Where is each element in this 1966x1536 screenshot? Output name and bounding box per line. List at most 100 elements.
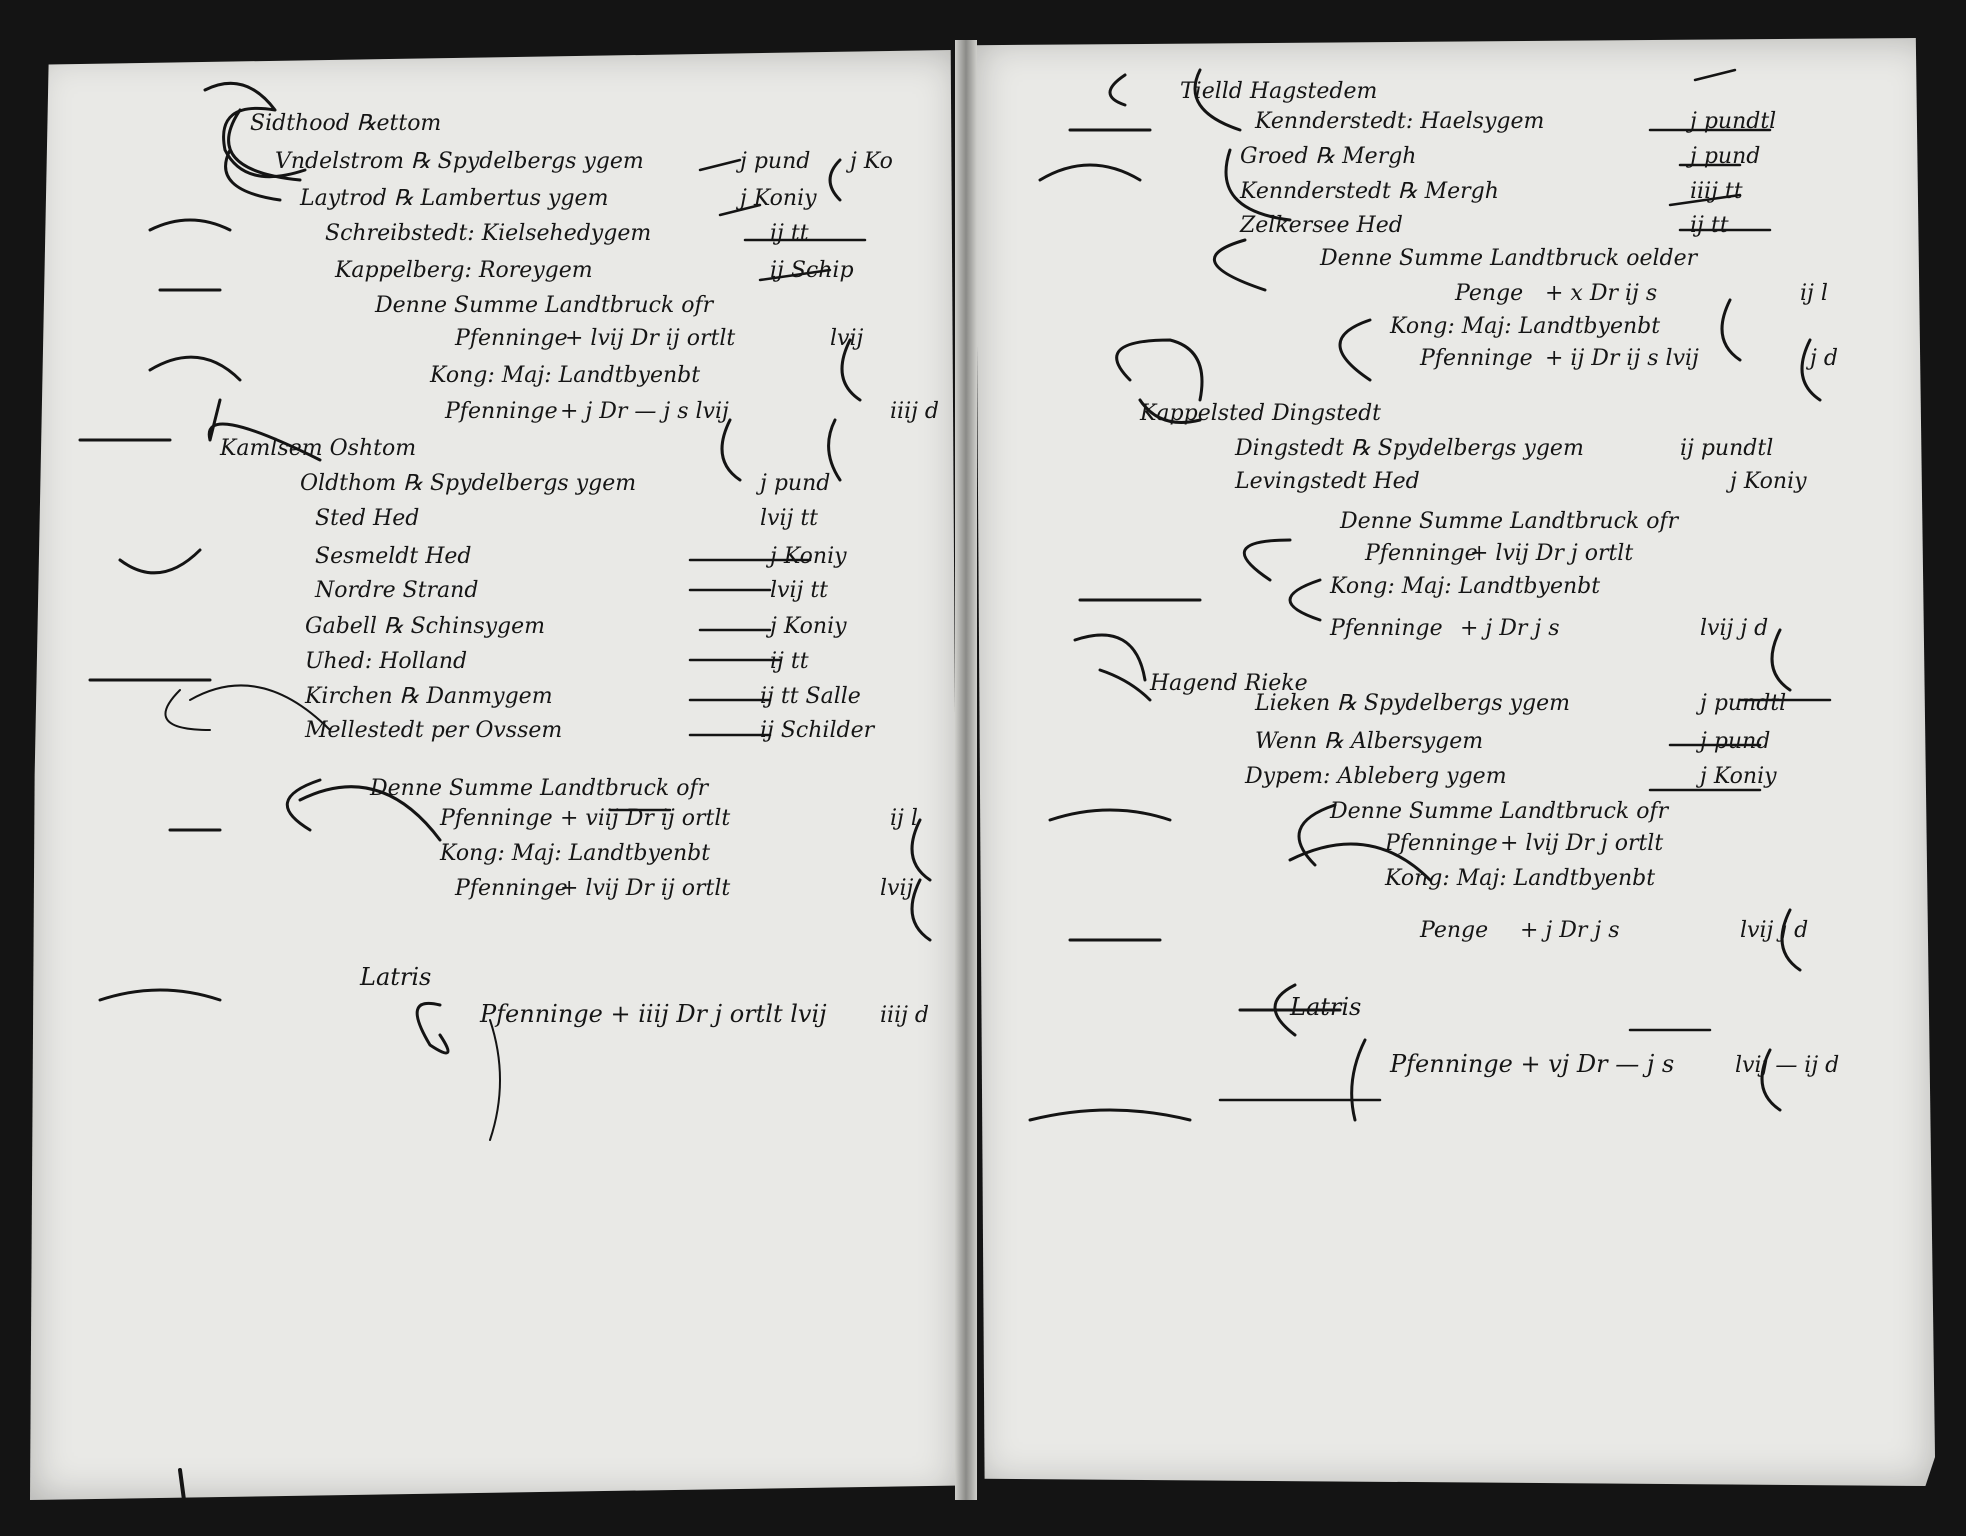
right-entry-label: Pfenninge — [1329, 616, 1443, 641]
right-entry-label: Denne Summe Landtbruck ofr — [1329, 799, 1670, 824]
right-entry-amount: + ij Dr ij s lvij — [1545, 346, 1699, 371]
right-entry-label: Dingstedt ℞ Spydelbergs ygem — [1234, 436, 1584, 461]
left-entry-amount: j Koniy — [765, 544, 847, 569]
left-entry-label: Kirchen ℞ Danmygem — [304, 684, 553, 709]
left-entry-label: Laytrod ℞ Lambertus ygem — [299, 186, 608, 211]
right-entry-label: Zelkersee Hed — [1239, 213, 1403, 238]
right-entry-label: Pfenninge — [1364, 541, 1478, 566]
left-entry-amount: ij Schip — [770, 258, 854, 283]
left-entry-label: Gabell ℞ Schinsygem — [305, 614, 545, 639]
left-entry-label: Denne Summe Landtbruck ofr — [369, 776, 710, 801]
right-entry-amount: + lvij Dr j ortlt — [1470, 541, 1633, 566]
right-entry-label: Kappelsted Dingstedt — [1139, 401, 1381, 426]
left-entry-amount: j Koniy — [765, 614, 847, 639]
left-entry-label: Sted Hed — [315, 506, 419, 531]
right-entry-extra: lvij j d — [1700, 616, 1768, 641]
right-entry-label: Pfenninge — [1419, 346, 1533, 371]
left-entry-label: Kamlsem Oshtom — [219, 436, 416, 461]
right-entry-amount: iiij tt — [1690, 179, 1743, 204]
left-entry-amount: j pund — [735, 149, 810, 174]
left-entry-amount: lvij tt — [770, 578, 828, 603]
right-entry-label: Hagend Rieke — [1149, 671, 1308, 696]
right-entry-amount: j Koniy — [1695, 764, 1777, 789]
left-entry-label: Vndelstrom ℞ Spydelbergs ygem — [275, 149, 644, 174]
right-entry-label: Kennderstedt ℞ Mergh — [1239, 179, 1499, 204]
left-entry-label: Denne Summe Landtbruck ofr — [374, 293, 715, 318]
right-entry-amount: + j Dr j s — [1460, 616, 1560, 641]
left-entry-label: Pfenninge — [444, 399, 558, 424]
left-entry-extra: ij l — [890, 806, 918, 831]
left-entry-amount: ij tt Salle — [760, 684, 861, 709]
left-entry-amount: j Koniy — [735, 186, 817, 211]
right-summa-extra: lvij — ij d — [1735, 1053, 1839, 1078]
right-entry-label: Pfenninge — [1384, 831, 1498, 856]
left-entry-label: Nordre Strand — [314, 578, 478, 603]
left-entry-amount: ij Schilder — [760, 718, 876, 743]
right-entry-label: Kennderstedt: Haelsygem — [1254, 109, 1544, 134]
left-entry-label: Oldthom ℞ Spydelbergs ygem — [300, 471, 636, 496]
right-entry-label: Tielld Hagstedem — [1180, 79, 1377, 104]
right-entry-amount: j pundtl — [1685, 109, 1776, 134]
right-entry-label: Wenn ℞ Albersygem — [1255, 729, 1483, 754]
left-entry-label: Kappelberg: Roreygem — [334, 258, 593, 283]
left-entry-label: Schreibstedt: Kielsehedygem — [325, 221, 651, 246]
right-entry-amount: ij pundtl — [1680, 436, 1773, 461]
left-entry-label: Sesmeldt Hed — [315, 544, 472, 569]
book-gutter — [955, 40, 977, 1500]
right-entry-extra: ij l — [1800, 281, 1828, 306]
left-entry-label: Pfenninge — [439, 806, 553, 831]
left-entry-label: Pfenninge — [454, 876, 568, 901]
left-summa-extra: iiij d — [880, 1003, 929, 1028]
right-entry-amount: + lvij Dr j ortlt — [1500, 831, 1663, 856]
right-entry-amount: j pundtl — [1695, 691, 1786, 716]
left-entry-extra: iiij d — [890, 399, 939, 424]
left-page — [30, 50, 960, 1500]
right-entry-label: Penge — [1419, 918, 1488, 943]
right-entry-extra: j d — [1805, 346, 1838, 371]
right-entry-amount: ij tt — [1690, 213, 1729, 238]
left-entry-extra: lvij — [830, 326, 864, 351]
right-entry-label: Kong: Maj: Landtbyenbt — [1389, 314, 1660, 339]
left-summa-label: Latris — [359, 963, 431, 991]
right-page — [975, 38, 1935, 1486]
left-entry-label: Sidthood ℞ettom — [250, 111, 441, 136]
right-entry-label: Kong: Maj: Landtbyenbt — [1329, 574, 1600, 599]
left-entry-amount: + viij Dr ij ortlt — [560, 806, 730, 831]
left-entry-amount: ij tt — [770, 221, 809, 246]
left-entry-label: Kong: Maj: Landtbyenbt — [439, 841, 710, 866]
right-entry-label: Denne Summe Landtbruck oelder — [1319, 246, 1699, 271]
right-entry-amount: j pund — [1685, 144, 1760, 169]
left-entry-amount: ij tt — [770, 649, 809, 674]
right-entry-amount: j pund — [1695, 729, 1770, 754]
right-entry-label: Kong: Maj: Landtbyenbt — [1384, 866, 1655, 891]
right-entries: Tielld Hagstedem Kennderstedt: Haelsygem… — [1139, 79, 1838, 943]
left-entry-label: Pfenninge — [454, 326, 568, 351]
left-entry-amount: + lvij Dr ij ortlt — [565, 326, 735, 351]
left-summa-line: Pfenninge + iiij Dr j ortlt lvij — [479, 1000, 827, 1028]
right-entry-extra: lvij j d — [1740, 918, 1808, 943]
left-entry-amount: lvij tt — [760, 506, 818, 531]
left-entry-extra: lvij — [880, 876, 914, 901]
right-entry-amount: + j Dr j s — [1520, 918, 1620, 943]
right-entry-amount: j Koniy — [1725, 469, 1807, 494]
left-entry-label: Kong: Maj: Landtbyenbt — [429, 363, 700, 388]
right-entry-label: Lieken ℞ Spydelbergs ygem — [1254, 691, 1570, 716]
left-entry-amount: + lvij Dr ij ortlt — [560, 876, 730, 901]
left-entry-amount: + j Dr — j s lvij — [560, 399, 729, 424]
left-entry-label: Uhed: Holland — [305, 649, 467, 674]
left-entries: Sidthood ℞ettom Vndelstrom ℞ Spydelbergs… — [219, 111, 939, 901]
right-entry-label: Denne Summe Landtbruck ofr — [1339, 509, 1680, 534]
right-summa-label: Latris — [1289, 993, 1361, 1021]
right-entry-amount: + x Dr ij s — [1545, 281, 1657, 306]
right-summa-line: Pfenninge + vj Dr — j s — [1389, 1050, 1674, 1078]
right-entry-label: Penge — [1454, 281, 1523, 306]
right-entry-label: Groed ℞ Mergh — [1240, 144, 1416, 169]
right-entry-label: Levingstedt Hed — [1234, 469, 1420, 494]
left-entry-amount: j pund — [755, 471, 830, 496]
right-entry-label: Dypem: Ableberg ygem — [1244, 764, 1507, 789]
left-entry-extra: j Ko — [845, 149, 893, 174]
